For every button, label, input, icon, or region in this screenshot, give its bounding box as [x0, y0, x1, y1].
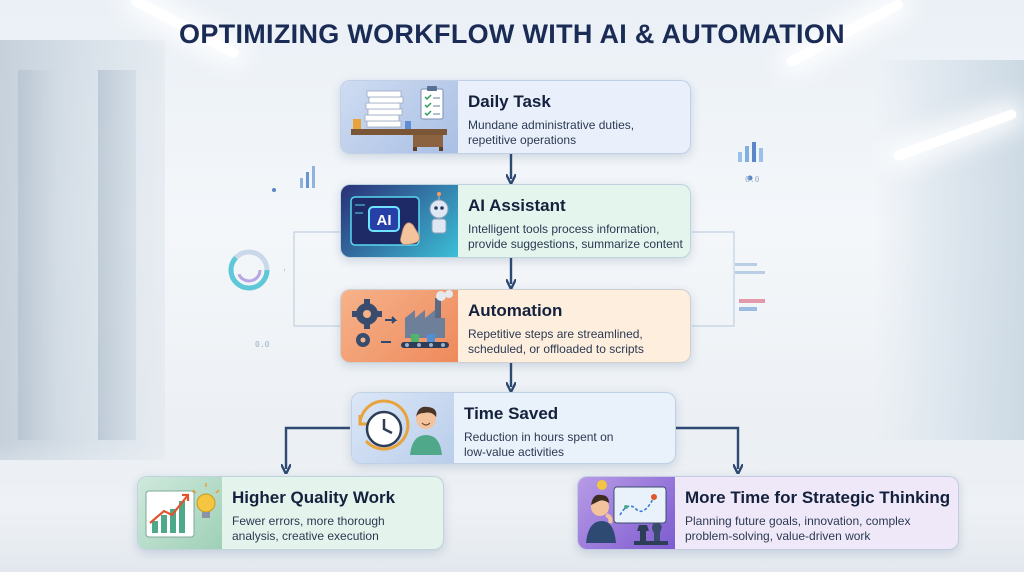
node-higher-quality-work-text: Higher Quality Work Fewer errors, more t…: [222, 477, 443, 549]
ai-chip-label: AI: [377, 212, 392, 229]
node-title: AI Assistant: [468, 196, 566, 215]
clock-person-icon: [352, 393, 454, 463]
node-strategic-thinking: More Time for Strategic Thinking Plannin…: [577, 476, 959, 550]
ring-chart-icon: [228, 249, 285, 291]
decor-readout: 0.0: [255, 340, 270, 349]
connector-line: [692, 231, 735, 327]
node-description-line: problem-solving, value-driven work: [685, 529, 871, 543]
node-description-line: Repetitive steps are streamlined,: [468, 327, 643, 341]
node-title: Daily Task: [468, 92, 551, 111]
growth-chart-bulb-icon: [138, 477, 222, 549]
strategy-map-chess-icon: [578, 477, 675, 549]
node-title: More Time for Strategic Thinking: [685, 488, 951, 507]
node-description: Mundane administrative duties, repetitiv…: [468, 118, 680, 148]
node-time-saved-text: Time Saved Reduction in hours spent on l…: [454, 393, 675, 463]
background-panel: [18, 70, 56, 440]
node-daily-task: Daily Task Mundane administrative duties…: [340, 80, 691, 154]
page-title: OPTIMIZING WORKFLOW WITH AI & AUTOMATION: [179, 19, 845, 49]
node-strategic-thinking-text: More Time for Strategic Thinking Plannin…: [675, 477, 958, 549]
node-title: Higher Quality Work: [232, 488, 396, 507]
background-panel: [98, 70, 136, 440]
node-description: Intelligent tools process information, p…: [468, 222, 683, 252]
node-time-saved: Time Saved Reduction in hours spent on l…: [351, 392, 676, 464]
node-description: Planning future goals, innovation, compl…: [685, 514, 950, 544]
node-description-line: repetitive operations: [468, 133, 577, 147]
node-higher-quality-work: Higher Quality Work Fewer errors, more t…: [137, 476, 444, 550]
background-left-wall: [0, 40, 165, 460]
mini-bar-chart-icon: [272, 166, 315, 192]
node-description-line: Intelligent tools process information,: [468, 222, 660, 236]
ai-robot-icon: AI: [341, 185, 458, 257]
node-ai-assistant: AI AI Assistant Intelligent tools proces…: [340, 184, 691, 258]
node-description-line: Reduction in hours spent on: [464, 430, 614, 444]
node-description-line: Mundane administrative duties,: [468, 118, 635, 132]
connector-line: [293, 231, 340, 327]
node-description-line: analysis, creative execution: [232, 529, 379, 543]
mini-bar-chart-icon: [738, 142, 763, 181]
node-title: Time Saved: [464, 404, 559, 423]
node-description-line: scheduled, or offloaded to scripts: [468, 342, 644, 356]
decor-readout: 0.0: [745, 175, 760, 184]
node-automation: Automation Repetitive steps are streamli…: [340, 289, 691, 363]
paper-stack-desk-icon: [341, 81, 458, 153]
node-description-line: Fewer errors, more thorough: [232, 514, 385, 528]
node-description-line: provide suggestions, summarize content: [468, 237, 683, 251]
node-description-line: low-value activities: [464, 445, 565, 459]
mini-progress-lines-icon: [735, 263, 765, 311]
node-ai-assistant-text: AI Assistant Intelligent tools process i…: [458, 185, 690, 257]
node-description: Repetitive steps are streamlined, schedu…: [468, 327, 680, 357]
arrow-time-to-quality: [286, 426, 350, 469]
arrow-time-to-strategic: [675, 426, 738, 469]
node-title: Automation: [468, 301, 563, 320]
node-description: Fewer errors, more thorough analysis, cr…: [232, 514, 433, 544]
node-automation-text: Automation Repetitive steps are streamli…: [458, 290, 690, 362]
node-description: Reduction in hours spent on low-value ac…: [464, 430, 665, 460]
node-daily-task-text: Daily Task Mundane administrative duties…: [458, 81, 690, 153]
gears-factory-icon: [341, 290, 458, 362]
node-description-line: Planning future goals, innovation, compl…: [685, 514, 911, 528]
